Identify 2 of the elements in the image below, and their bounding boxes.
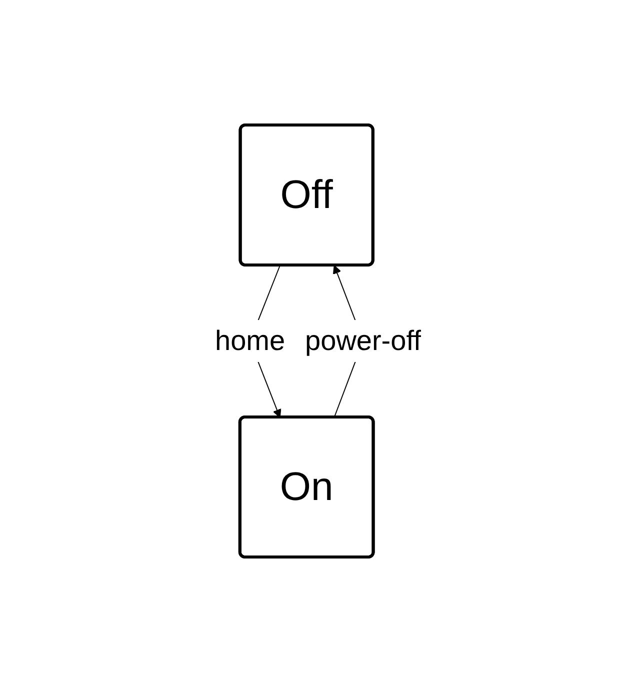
edge-label: home: [215, 324, 286, 356]
edge-label: power-off: [305, 324, 422, 356]
